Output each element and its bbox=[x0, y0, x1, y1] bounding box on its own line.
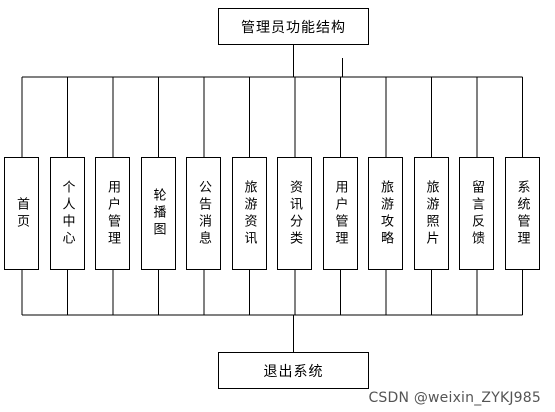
module-label: 个人中心 bbox=[59, 179, 75, 248]
module-box: 旅游照片 bbox=[413, 157, 449, 270]
watermark: CSDN @weixin_ZYKJ985 bbox=[368, 390, 541, 406]
module-label: 用户管理 bbox=[332, 179, 348, 248]
root-node: 管理员功能结构 bbox=[218, 8, 369, 45]
module-label: 用户管理 bbox=[105, 179, 120, 248]
module-box: 留言反馈 bbox=[459, 157, 494, 270]
module-box: 旅游资讯 bbox=[231, 157, 267, 270]
exit-node: 退出系统 bbox=[218, 352, 369, 389]
root-node-label: 管理员功能结构 bbox=[241, 19, 346, 36]
module-label: 留言反馈 bbox=[469, 179, 484, 248]
module-label: 公告消息 bbox=[196, 179, 211, 248]
module-label: 首页 bbox=[14, 196, 29, 231]
module-label: 旅游攻略 bbox=[378, 179, 393, 248]
module-label: 旅游照片 bbox=[423, 179, 439, 248]
exit-node-label: 退出系统 bbox=[263, 363, 324, 380]
module-box: 资讯分类 bbox=[277, 157, 312, 270]
module-label: 旅游资讯 bbox=[241, 179, 257, 248]
module-label: 轮播图 bbox=[150, 188, 166, 239]
module-box: 个人中心 bbox=[49, 157, 85, 270]
module-box: 公告消息 bbox=[186, 157, 221, 270]
module-label: 系统管理 bbox=[514, 179, 530, 248]
module-label: 资讯分类 bbox=[287, 179, 302, 248]
module-box: 旅游攻略 bbox=[368, 157, 403, 270]
module-box: 轮播图 bbox=[140, 157, 176, 270]
module-box: 用户管理 bbox=[95, 157, 130, 270]
module-box: 首页 bbox=[4, 157, 39, 270]
module-box: 用户管理 bbox=[322, 157, 358, 270]
module-box: 系统管理 bbox=[504, 157, 540, 270]
